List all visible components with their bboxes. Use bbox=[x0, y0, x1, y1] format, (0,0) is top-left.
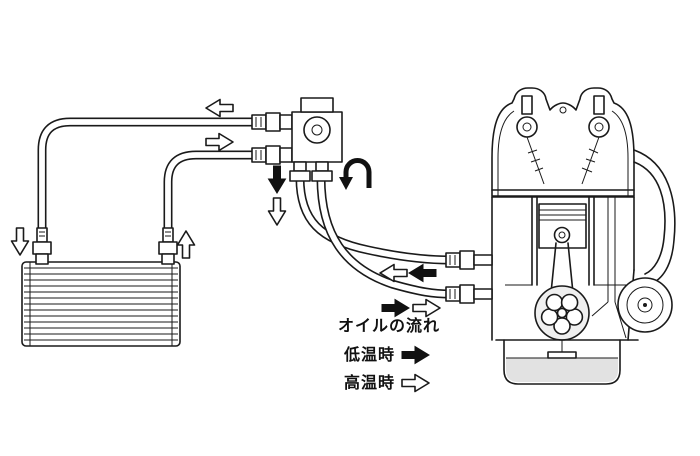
low-arrow-right-filled bbox=[381, 299, 410, 317]
legend-high-temp-label: 高温時 bbox=[344, 373, 395, 392]
flow-arrow-down-outline bbox=[267, 197, 287, 226]
low-arrow-right-outline bbox=[412, 298, 441, 318]
hose-engine-lower bbox=[316, 177, 451, 299]
hose-cooler-inner bbox=[163, 150, 254, 238]
oil-pan bbox=[495, 339, 639, 385]
engine-cross-section bbox=[491, 87, 676, 385]
thermostat-cap bbox=[303, 116, 331, 144]
valve-retainer-left bbox=[516, 116, 538, 138]
oil-pickup-strainer bbox=[547, 351, 577, 359]
flow-arrow-left-outline-top bbox=[205, 98, 234, 118]
mid-arrow-left-filled bbox=[408, 264, 437, 282]
high-temp-arrow-icon bbox=[401, 373, 430, 393]
valve-spring-left bbox=[526, 136, 545, 185]
engine-hose-fitting-lower bbox=[445, 284, 493, 304]
cooler-fitting-left bbox=[32, 227, 52, 265]
spark-plug-left bbox=[521, 95, 533, 115]
valve-spring-right bbox=[581, 136, 600, 185]
flow-arrow-right-outline-top bbox=[205, 132, 234, 152]
adapter-hose-fitting-upper bbox=[251, 112, 281, 132]
adapter-hose-fitting-lower bbox=[251, 145, 281, 165]
legend-low-temp-label: 低温時 bbox=[343, 345, 395, 364]
cooler-outlet-arrow-up-outline bbox=[176, 230, 196, 259]
cooler-fitting-right bbox=[158, 227, 178, 265]
hose-cooler-outer bbox=[37, 117, 254, 238]
oil-cooler bbox=[21, 261, 181, 347]
legend: オイルの流れ 低温時 高温時 bbox=[338, 316, 440, 393]
oil-pump bbox=[534, 285, 590, 341]
return-flow-curved-arrow bbox=[339, 158, 372, 190]
accessory-pulley bbox=[617, 149, 676, 333]
legend-title: オイルの流れ bbox=[338, 316, 440, 335]
spark-plug-right bbox=[593, 95, 605, 115]
piston bbox=[538, 203, 587, 294]
low-temp-arrow-icon bbox=[401, 346, 430, 364]
valve-cover bbox=[491, 87, 635, 197]
thermostat-adapter bbox=[279, 97, 343, 182]
cooler-inlet-arrow-down-outline bbox=[10, 227, 30, 256]
valve-retainer-right bbox=[588, 116, 610, 138]
hose-engine-upper bbox=[295, 177, 451, 265]
engine-hose-fitting-upper bbox=[445, 250, 493, 270]
flow-arrow-down-filled bbox=[268, 165, 286, 194]
oil-cooler-fins bbox=[24, 262, 178, 346]
